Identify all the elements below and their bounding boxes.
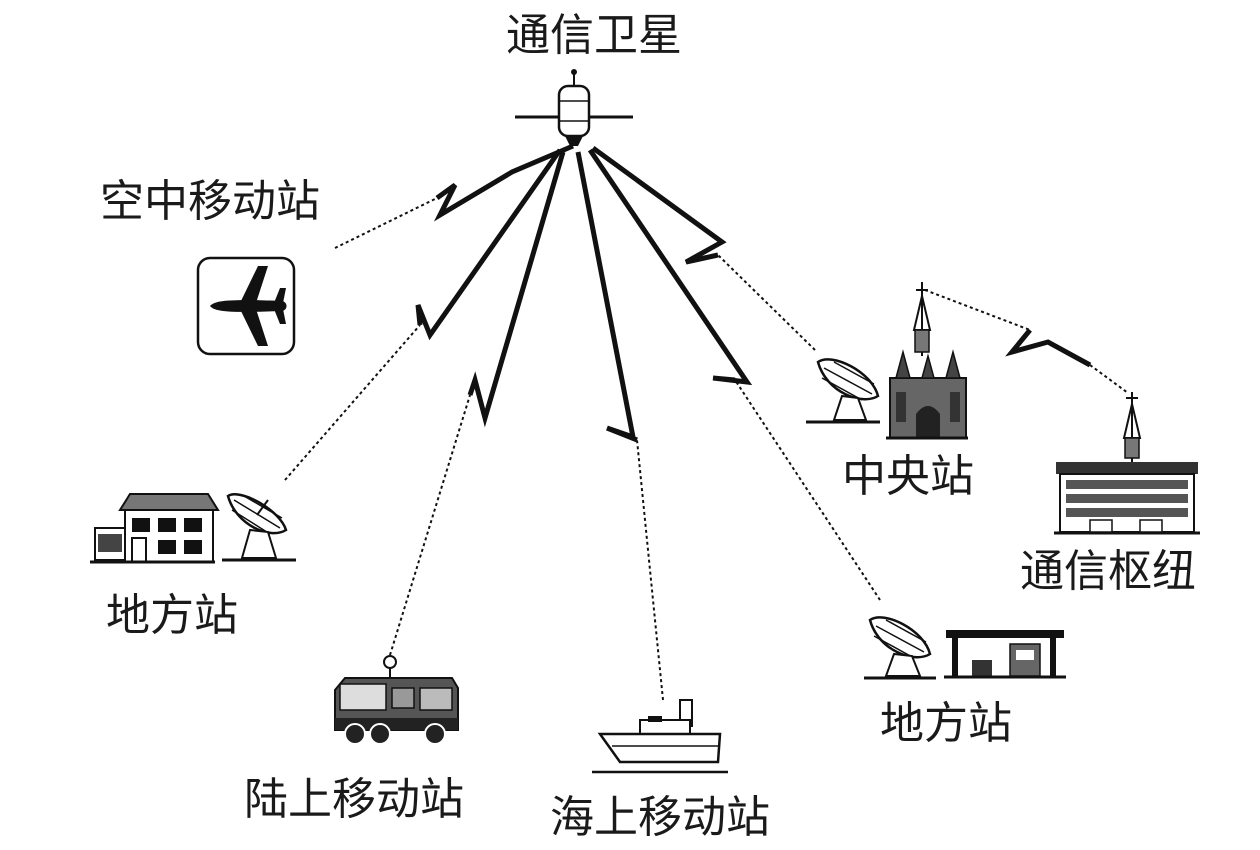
building-icon — [1054, 462, 1200, 535]
cathedral-icon — [886, 349, 968, 440]
label-local-station-right: 地方站 — [880, 698, 1012, 749]
link-land — [389, 151, 566, 656]
label-satellite: 通信卫星 — [506, 10, 682, 61]
right-dish-icon — [864, 616, 936, 680]
link-air — [334, 143, 574, 249]
ship-icon — [592, 699, 728, 774]
label-hub: 通信枢纽 — [1020, 546, 1196, 597]
label-air-station: 空中移动站 — [100, 176, 320, 227]
antenna-tower-icon — [912, 282, 932, 356]
link-sea — [575, 151, 664, 701]
gas-station-icon — [944, 630, 1066, 679]
link-central-hub — [924, 289, 1129, 394]
hub-antenna-icon — [1122, 392, 1142, 462]
link-central — [591, 145, 816, 351]
link-local-right — [587, 148, 881, 601]
label-sea-station: 海上移动站 — [550, 792, 770, 843]
central-dish-icon — [806, 358, 880, 424]
label-central-station: 中央站 — [842, 451, 974, 502]
truck-icon — [334, 655, 459, 745]
house-icon — [90, 493, 220, 564]
satellite-icon — [515, 69, 633, 146]
airplane-icon — [196, 256, 296, 356]
link-local-left — [284, 148, 563, 481]
label-land-station: 陆上移动站 — [244, 774, 464, 825]
dish-icon — [222, 493, 296, 562]
label-local-station-left: 地方站 — [106, 590, 238, 641]
